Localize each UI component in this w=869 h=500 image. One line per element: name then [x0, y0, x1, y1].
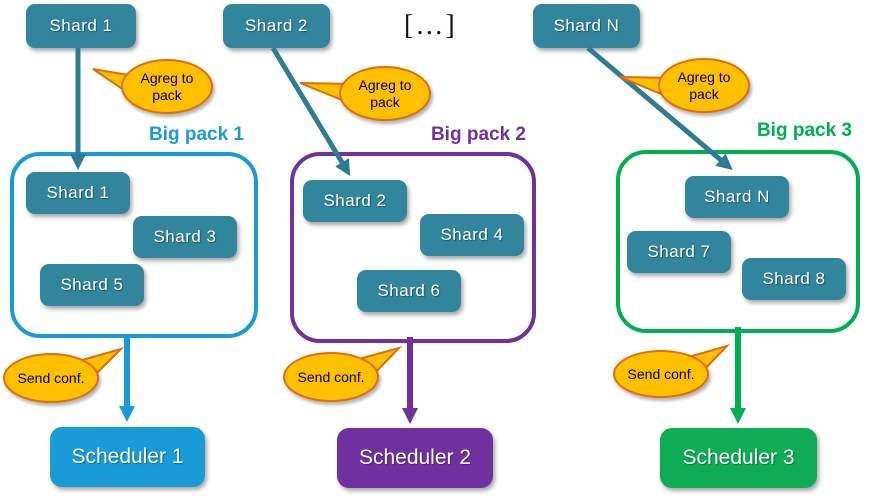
agreg-bubble-1: Agreg to pack	[121, 59, 213, 114]
ellipsis-label: […]	[404, 10, 457, 41]
big-pack-1-title: Big pack 1	[148, 124, 244, 145]
pack1-shard-box: Shard 1	[26, 172, 130, 214]
agreg-arrow-2	[270, 46, 351, 176]
input-shard-box-n: Shard N	[533, 4, 640, 48]
big-pack-3-title: Big pack 3	[756, 120, 852, 141]
pack1-shard-box: Shard 3	[133, 216, 237, 258]
big-pack-1-container	[10, 152, 258, 338]
send-bubble-2: Send conf.	[283, 352, 379, 402]
scheduler-box-1: Scheduler 1	[50, 427, 205, 487]
scheduler-box-3: Scheduler 3	[660, 428, 817, 488]
send-bubble-3: Send conf.	[613, 350, 709, 398]
pack1-shard-box: Shard 5	[40, 264, 144, 306]
pack3-shard-box: Shard N	[685, 176, 789, 218]
input-shard-box-2: Shard 2	[223, 4, 330, 48]
pack2-shard-box: Shard 2	[303, 180, 407, 222]
input-shard-box-1: Shard 1	[26, 4, 136, 48]
agreg-bubble-3: Agreg to pack	[658, 58, 750, 113]
send-bubble-1: Send conf.	[3, 353, 99, 403]
pack3-shard-box: Shard 7	[627, 231, 731, 273]
pack2-shard-box: Shard 6	[357, 270, 461, 312]
scheduler-box-2: Scheduler 2	[337, 428, 493, 488]
pack2-shard-box: Shard 4	[420, 214, 524, 256]
big-pack-2-container	[290, 152, 536, 343]
big-pack-2-title: Big pack 2	[430, 124, 526, 145]
pack3-shard-box: Shard 8	[742, 258, 846, 300]
agreg-bubble-2: Agreg to pack	[339, 66, 431, 121]
